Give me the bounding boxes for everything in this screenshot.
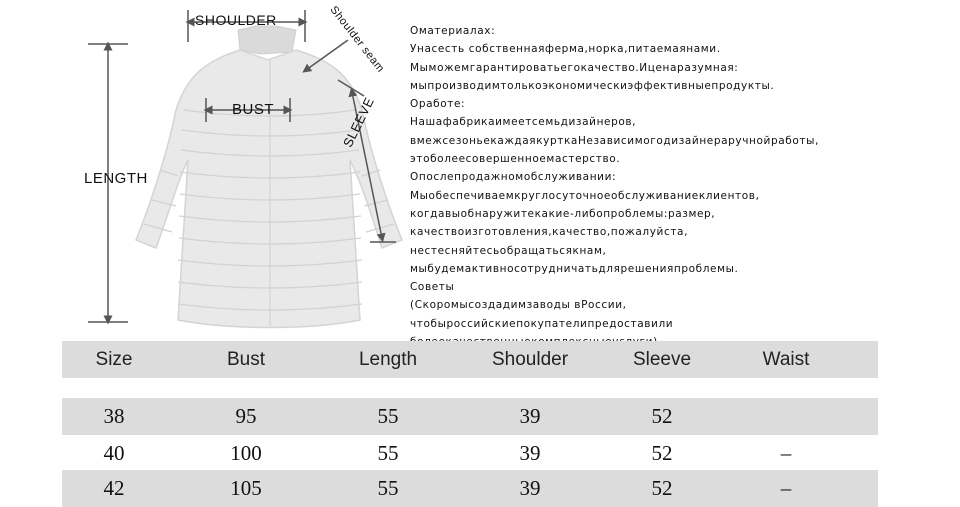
- length-label: LENGTH: [84, 170, 148, 187]
- description-line: Мыобеспечиваемкруглосуточноеобслуживание…: [410, 189, 760, 202]
- cell-length: 55: [377, 441, 399, 465]
- cell-bust: 95: [235, 404, 257, 428]
- cell-shoulder: 39: [519, 404, 541, 428]
- bust-label: BUST: [232, 101, 275, 118]
- description-line: (Скоромысоздадимзаводы вРоссии,: [410, 299, 627, 312]
- description-line: Унасесть собственнаяферма,норка,питаемая…: [410, 43, 721, 56]
- description-line: этоболеесовершенноемастерство.: [410, 153, 621, 166]
- description-line: Опослепродажномобслуживании:: [410, 171, 617, 184]
- description-line: мыбудемактивносотрудничатьдлярешенияпроб…: [410, 262, 739, 275]
- description-line: Мыможемгарантироватьегокачество.Иценараз…: [410, 61, 739, 74]
- header-waist: Waist: [762, 349, 810, 370]
- description-line: вмежсезоньекаждаякурткаНезависимогодизай…: [410, 134, 819, 147]
- table-row: 38 95 55 39 52: [62, 398, 878, 435]
- description-line: мыпроизводимтолькоэкономическиэффективны…: [410, 79, 775, 92]
- cell-size: 42: [103, 476, 125, 500]
- cell-waist: –: [780, 441, 792, 465]
- cell-length: 55: [377, 404, 399, 428]
- header-size: Size: [95, 349, 133, 370]
- header-length: Length: [358, 349, 418, 370]
- description-line: нестесняйтесьобращатьсякнам,: [410, 244, 607, 257]
- cell-size: 38: [103, 404, 125, 428]
- description-line: качествоизготовления,качество,пожалуйста…: [410, 226, 689, 239]
- cell-sleeve: 52: [651, 404, 673, 428]
- cell-shoulder: 39: [519, 476, 541, 500]
- cell-shoulder: 39: [519, 441, 541, 465]
- cell-sleeve: 52: [651, 441, 673, 465]
- description-line: Оработе:: [410, 98, 466, 111]
- description-line: Нашафабрикаимеетсемьдизайнеров,: [410, 116, 637, 129]
- fur-coat-image: [135, 25, 403, 329]
- cell-waist: [726, 398, 846, 435]
- cell-bust: 100: [230, 441, 262, 465]
- product-description: Оматериалах: Унасесть собственнаяферма,н…: [410, 22, 958, 351]
- header-sleeve: Sleeve: [632, 349, 692, 370]
- table-row: 42 105 55 39 52 –: [62, 470, 878, 507]
- cell-waist: –: [780, 476, 792, 500]
- description-line: Советы: [410, 281, 455, 294]
- header-bust: Bust: [226, 349, 266, 370]
- description-line: когдавыобнаружитекакие-либопроблемы:разм…: [410, 207, 716, 220]
- coat-measurement-diagram: SHOULDER Shoulder seam BUST LENGTH SLEEV…: [60, 0, 420, 340]
- description-line: чтобыроссийскиепокупателипредоставили: [410, 317, 674, 330]
- table-row: 40 100 55 39 52 –: [62, 435, 878, 472]
- shoulder-label: SHOULDER: [195, 12, 277, 28]
- size-table-header: Size Bust Length Shoulder Sleeve Waist: [62, 341, 878, 378]
- cell-size: 40: [103, 441, 125, 465]
- coat-illustration: [88, 10, 403, 329]
- header-shoulder: Shoulder: [491, 349, 569, 370]
- description-line: Оматериалах:: [410, 25, 496, 37]
- cell-length: 55: [377, 476, 399, 500]
- cell-sleeve: 52: [651, 476, 673, 500]
- cell-bust: 105: [230, 476, 262, 500]
